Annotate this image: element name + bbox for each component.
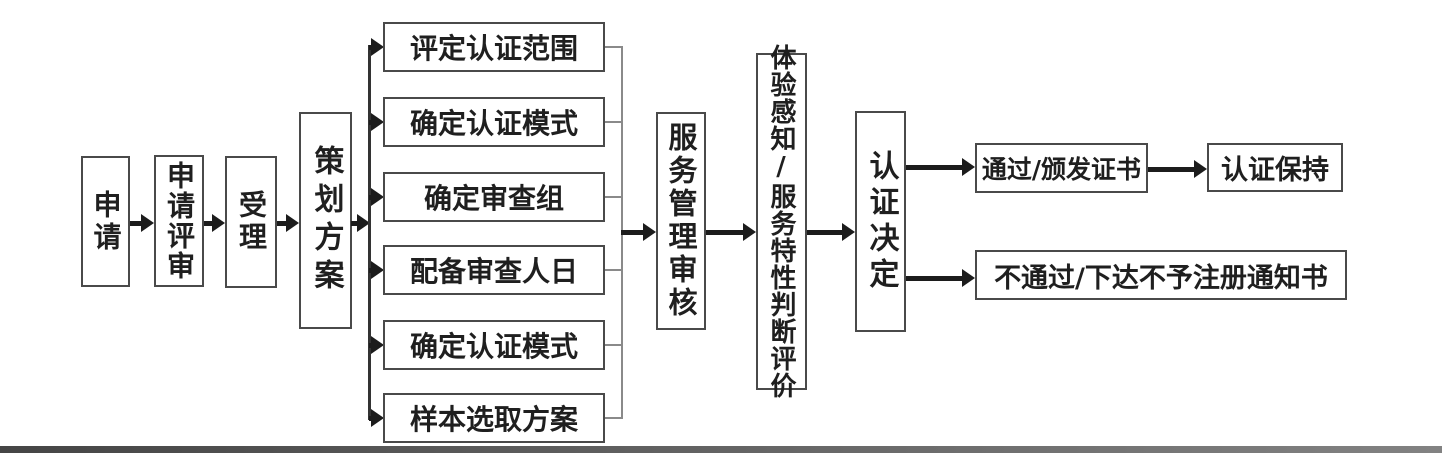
arrow-distributor-to-branch-1 [369,38,384,56]
flow-node-fail-notice: 不通过/下达不予注册通知书 [975,250,1347,300]
distributor-line [368,45,371,420]
connector-branch-3-to-collector [605,196,622,198]
connector-branch-6-to-collector [605,417,622,419]
flow-node-experience-evaluation: 体验感知/服务特性判断评价 [756,44,807,399]
flow-node-branch-determine-certification-mode-2: 确定认证模式 [383,320,605,370]
flow-node-certification-maintenance: 认证保持 [1207,143,1343,192]
flow-node-certification-decision: 认证决定 [855,111,906,332]
arrow-audit-to-evaluation [706,223,756,241]
arrow-distributor-to-branch-5 [369,336,384,354]
flow-node-branch-determine-certification-mode: 确定认证模式 [383,97,605,147]
connector-branch-1-to-collector [605,46,622,48]
connector-branch-2-to-collector [605,121,622,123]
flow-node-branch-assess-certification-scope: 评定认证范围 [383,22,605,72]
arrow-pass-to-maintenance [1148,160,1207,178]
arrow-apply-to-review [130,214,154,232]
arrow-distributor-to-branch-2 [369,113,384,131]
arrow-review-to-acceptance [204,214,225,232]
flow-node-branch-sample-selection-plan: 样本选取方案 [383,393,605,443]
arrow-evaluation-to-decision [807,223,855,241]
arrow-decision-to-fail [906,269,975,287]
flow-node-pass-issue-certificate: 通过/颁发证书 [975,143,1148,193]
flow-node-planning-scheme: 策划方案 [299,112,352,329]
flow-node-branch-allocate-audit-person-days: 配备审查人日 [383,245,605,295]
arrow-decision-to-pass [906,158,975,176]
flow-node-acceptance: 受理 [225,156,277,288]
arrow-acceptance-to-planning [277,214,299,232]
bottom-divider-bar [0,446,1442,453]
connector-branch-5-to-collector [605,344,622,346]
flow-node-apply: 申请 [81,156,130,287]
arrow-distributor-to-branch-4 [369,261,384,279]
flow-node-application-review: 申请评审 [154,155,204,287]
arrow-distributor-to-branch-6 [369,409,384,427]
arrow-planning-to-distributor [351,214,370,232]
arrow-collector-to-audit [621,223,656,241]
arrow-distributor-to-branch-3 [369,188,384,206]
flow-node-branch-determine-audit-team: 确定审查组 [383,172,605,222]
connector-branch-4-to-collector [605,269,622,271]
flow-node-service-management-audit: 服务管理审核 [656,112,706,330]
